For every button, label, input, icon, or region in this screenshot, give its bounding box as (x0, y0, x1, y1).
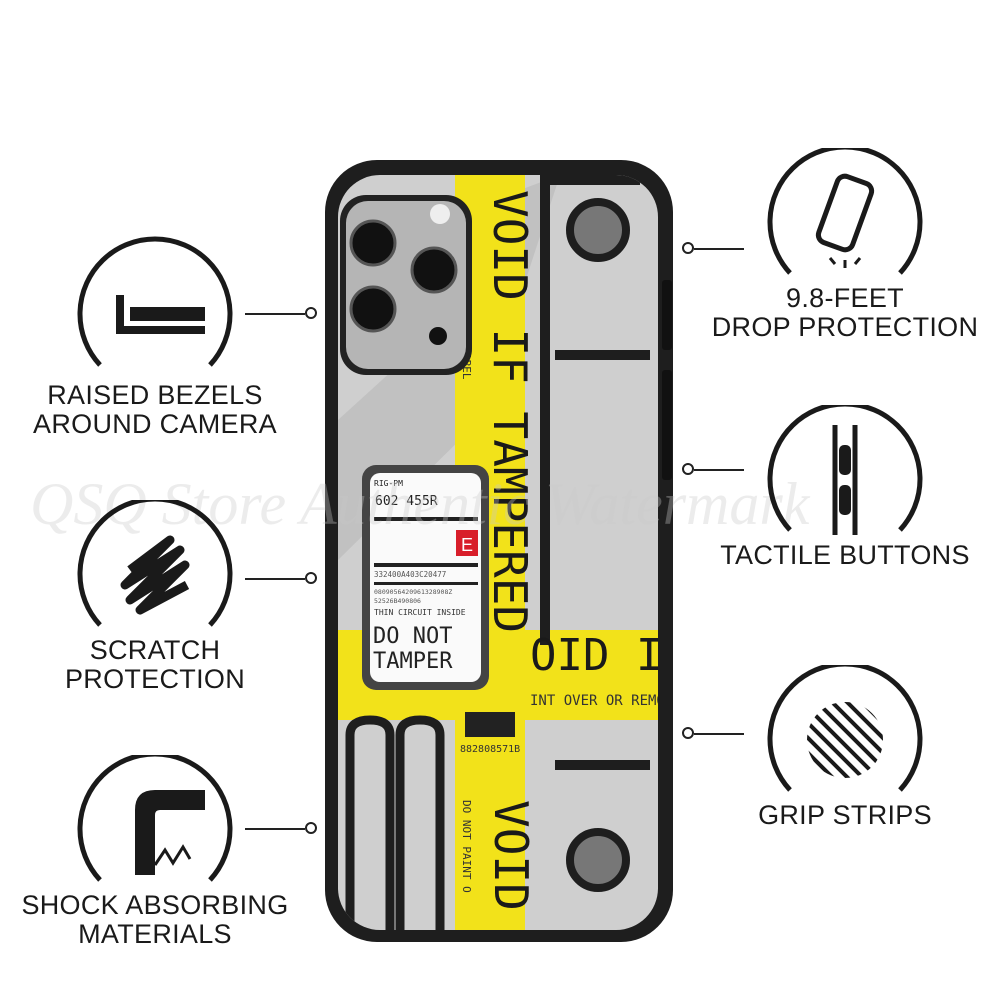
watermark: QSQ Store Authentic Watermark (30, 471, 810, 537)
svg-text:882808571B: 882808571B (460, 744, 520, 755)
feature-grip-strips: GRIP STRIPS (705, 665, 985, 830)
svg-text:52526B490806: 52526B490806 (374, 597, 421, 605)
feature-label-line: MATERIALS (78, 919, 232, 949)
feature-label-line: GRIP STRIPS (758, 800, 932, 830)
feature-label-line: RAISED BEZELS (47, 380, 263, 410)
scratch-icon (77, 500, 233, 627)
svg-text:OID IF T: OID IF T (530, 630, 742, 681)
svg-text:INT OVER OR REMO: INT OVER OR REMO (530, 693, 665, 709)
connector-line (694, 248, 744, 250)
svg-text:E: E (461, 535, 473, 555)
connector-dot (682, 463, 694, 475)
feature-label-line: 9.8-FEET (786, 283, 904, 313)
raised-bezel-icon (77, 236, 233, 367)
barcode (465, 712, 515, 737)
band-text: VOID IF TAMPERED (483, 190, 537, 633)
connector-line (245, 578, 305, 580)
feature-label-line: PROTECTION (64, 664, 245, 694)
feature-label-line: SHOCK ABSORBING (21, 890, 289, 920)
feature-tactile-buttons: TACTILE BUTTONS (705, 405, 985, 570)
svg-text:602 455R: 602 455R (375, 494, 438, 509)
grip-strips-icon (767, 665, 923, 792)
connector-dot (682, 727, 694, 739)
feature-label-line: TACTILE BUTTONS (720, 540, 970, 570)
svg-text:332400A403C20477: 332400A403C20477 (374, 570, 446, 579)
shock-absorb-icon (77, 755, 233, 882)
svg-text:DO NOT: DO NOT (373, 624, 452, 649)
connector-line (245, 313, 305, 315)
svg-text:THIN CIRCUIT INSIDE: THIN CIRCUIT INSIDE (374, 608, 466, 617)
connector-dot (305, 822, 317, 834)
svg-text:0809056420961328908Z: 0809056420961328908Z (374, 588, 452, 596)
connector-line (694, 469, 744, 471)
connector-dot (305, 572, 317, 584)
connector-line (245, 828, 305, 830)
svg-text:VOID: VOID (484, 800, 538, 911)
feature-label-line: SCRATCH (89, 635, 221, 665)
phone-drop-icon (767, 148, 923, 275)
connector-dot (305, 307, 317, 319)
tamper-label: RIG-PM 602 455R E 332400A403C20477 08090… (362, 465, 489, 690)
feature-label: TACTILE BUTTONS (705, 541, 985, 570)
feature-label-line: DROP PROTECTION (711, 312, 979, 342)
svg-text:RIG-PM: RIG-PM (374, 479, 403, 488)
connector-line (694, 733, 744, 735)
svg-text:TAMPER: TAMPER (373, 649, 453, 674)
svg-text:DO NOT PAINT O: DO NOT PAINT O (460, 800, 473, 893)
feature-label-line: AROUND CAMERA (33, 409, 277, 439)
connector-dot (682, 242, 694, 254)
feature-label: GRIP STRIPS (705, 801, 985, 830)
side-buttons-icon (767, 405, 923, 535)
button-ridge (662, 280, 672, 350)
